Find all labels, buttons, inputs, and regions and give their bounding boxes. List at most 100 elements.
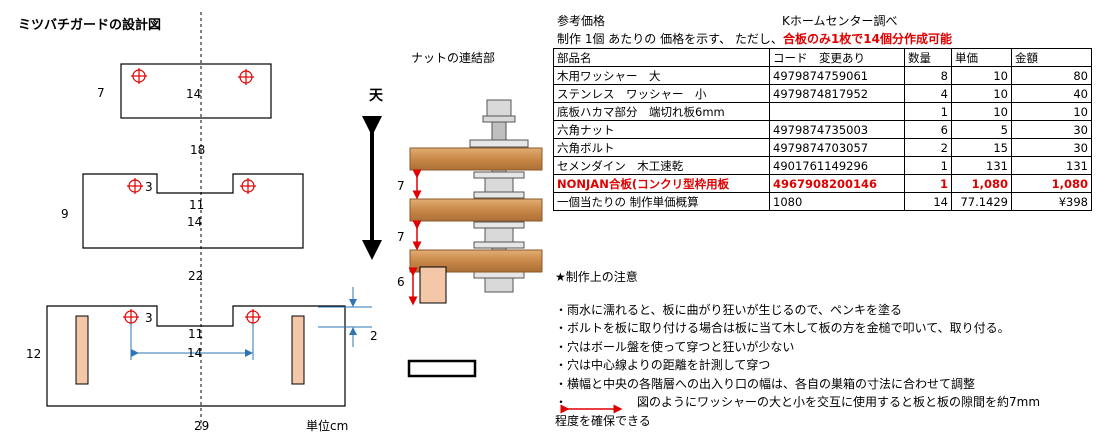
table-header-row: 部品名 コード 変更あり 数量 単価 金額 <box>553 48 1092 67</box>
width-18-dim: 18 <box>190 143 205 157</box>
table-row: セメンダイン 木工速乾 4901761149296 1 131 131 <box>553 156 1092 175</box>
hole-marker <box>127 178 256 194</box>
cell: 4979874759061 <box>769 66 905 85</box>
wood-board <box>409 147 543 171</box>
note-plain: 制作 1個 あたりの 価格を示す、 ただし、 <box>557 32 783 46</box>
cell: 4979874817952 <box>769 84 905 103</box>
table-row: 底板ハカマ部分 端切れ板6mm 1 10 10 <box>553 102 1092 121</box>
cell: 1 <box>904 156 952 175</box>
page-title: ミツバチガードの設計図 <box>18 18 162 33</box>
cell: 1,080 <box>1011 174 1092 193</box>
cell: 1,080 <box>951 174 1012 193</box>
cell: 底板ハカマ部分 端切れ板6mm <box>553 102 770 121</box>
bot-inner1-dim: 11 <box>188 327 203 341</box>
reference-title: 参考価格 <box>557 14 606 28</box>
cell: 木用ワッシャー 大 <box>553 66 770 85</box>
gap-dim: 6 <box>397 275 405 289</box>
cell: 4 <box>904 84 952 103</box>
notes-section: ★制作上の注意 ・雨水に濡れると、板に曲がり狂いが生じるので、ペンキを塗る ・ボ… <box>555 268 1040 430</box>
cell: 10 <box>1011 102 1092 121</box>
cell: NONJAN合板(コンクリ型枠用板 <box>553 174 770 193</box>
note-item-text: 図のようにワッシャーの大と小を交互に使用すると板と板の隙間を約7mm <box>637 395 1041 409</box>
cell: 40 <box>1011 84 1092 103</box>
note-item: ・ボルトを板に取り付ける場合は板に当て木して板の方を金槌で叩いて、取り付る。 <box>555 321 1010 335</box>
bot-notch-dim: 3 <box>145 311 153 325</box>
cell: 2 <box>904 138 952 157</box>
top-plate <box>120 63 272 119</box>
cell: 六角ナット <box>553 120 770 139</box>
table-header: 数量 <box>904 48 952 67</box>
width-22-dim: 22 <box>188 269 203 283</box>
cell: 1 <box>904 174 952 193</box>
cell: 6 <box>904 120 952 139</box>
table-header: 金額 <box>1011 48 1092 67</box>
cell: ¥398 <box>1011 192 1092 211</box>
cell: ステンレス ワッシャー 小 <box>553 84 770 103</box>
cell: セメンダイン 木工速乾 <box>553 156 770 175</box>
table-header: 部品名 <box>553 48 770 67</box>
ten-label: 天 <box>369 88 384 104</box>
table-row: 六角ナット 4979874735003 6 5 30 <box>553 120 1092 139</box>
note-red: 合板のみ1枚で14個分作成可能 <box>782 32 952 46</box>
mid-inner2-dim: 14 <box>187 215 202 229</box>
hole-marker <box>123 309 261 325</box>
table-row: NONJAN合板(コンクリ型枠用板 4967908200146 1 1,080 … <box>553 174 1092 193</box>
table-row: ステンレス ワッシャー 小 4979874817952 4 10 40 <box>553 84 1092 103</box>
middle-plate <box>82 173 304 249</box>
table-header: 単価 <box>951 48 1012 67</box>
cell: 10 <box>951 84 1012 103</box>
cell: 30 <box>1011 120 1092 139</box>
bot-inner2-dim: 14 <box>187 346 202 360</box>
table-row: 木用ワッシャー 大 4979874759061 8 10 80 <box>553 66 1092 85</box>
hole-marker <box>131 68 254 85</box>
reference-source: Kホームセンター調べ <box>782 14 898 28</box>
cell: 10 <box>951 66 1012 85</box>
gap-dim: 7 <box>397 230 405 244</box>
cell: 4979874703057 <box>769 138 905 157</box>
cell: 80 <box>1011 66 1092 85</box>
cell: 77.1429 <box>951 192 1012 211</box>
mid-notch-dim: 3 <box>145 180 153 194</box>
cell: 5 <box>951 120 1012 139</box>
note-item: ・穴は中心線よりの距離を計測して穿つ <box>555 358 771 372</box>
bot-side-dim: 12 <box>26 347 41 361</box>
notes-heading: ★制作上の注意 <box>555 270 638 284</box>
cell: 六角ボルト <box>553 138 770 157</box>
table-row: 一個当たりの 制作単価概算 1080 14 77.1429 ¥398 <box>553 192 1092 211</box>
price-table: 部品名 コード 変更あり 数量 単価 金額 木用ワッシャー 大 49798747… <box>553 48 1092 211</box>
cell: 8 <box>904 66 952 85</box>
bottom-plate <box>46 305 346 407</box>
mid-inner1-dim: 11 <box>189 198 204 212</box>
cell: 15 <box>951 138 1012 157</box>
cell: 131 <box>1011 156 1092 175</box>
cell: 30 <box>1011 138 1092 157</box>
cell: 4967908200146 <box>769 174 905 193</box>
reference-note: 制作 1個 あたりの 価格を示す、 ただし、合板のみ1枚で14個分作成可能 <box>557 30 952 47</box>
cell: 131 <box>951 156 1012 175</box>
note-item: ・穴はボール盤を使って穿つと狂いが少ない <box>555 339 795 354</box>
mid-side-dim: 9 <box>61 207 69 221</box>
top-side-dim: 7 <box>97 86 105 100</box>
gap-dim: 7 <box>397 179 405 193</box>
nut-label: ナットの連結部 <box>411 50 495 65</box>
width-29-dim: 29 <box>194 419 209 433</box>
cell: 4901761149296 <box>769 156 905 175</box>
note-item: ・図のようにワッシャーの大と小を交互に使用すると板と板の隙間を約7mm <box>555 395 1041 409</box>
cell: 10 <box>951 102 1012 121</box>
table-row: 六角ボルト 4979874703057 2 15 30 <box>553 138 1092 157</box>
cell: 一個当たりの 制作単価概算 <box>553 192 770 211</box>
wood-board <box>409 198 543 222</box>
foot-pad <box>75 315 89 385</box>
cell <box>769 102 905 121</box>
cell: 4979874735003 <box>769 120 905 139</box>
note-item: ・雨水に濡れると、板に曲がり狂いが生じるので、ペンキを塗る <box>555 302 903 317</box>
table-header: コード 変更あり <box>769 48 905 67</box>
cell: 14 <box>904 192 952 211</box>
cell: 1080 <box>769 192 905 211</box>
top-inner-dim: 14 <box>186 87 201 101</box>
washer-shape <box>407 359 477 378</box>
cell: 1 <box>904 102 952 121</box>
bottom-pad <box>419 266 447 304</box>
note-item: 程度を確保できる <box>555 413 651 428</box>
